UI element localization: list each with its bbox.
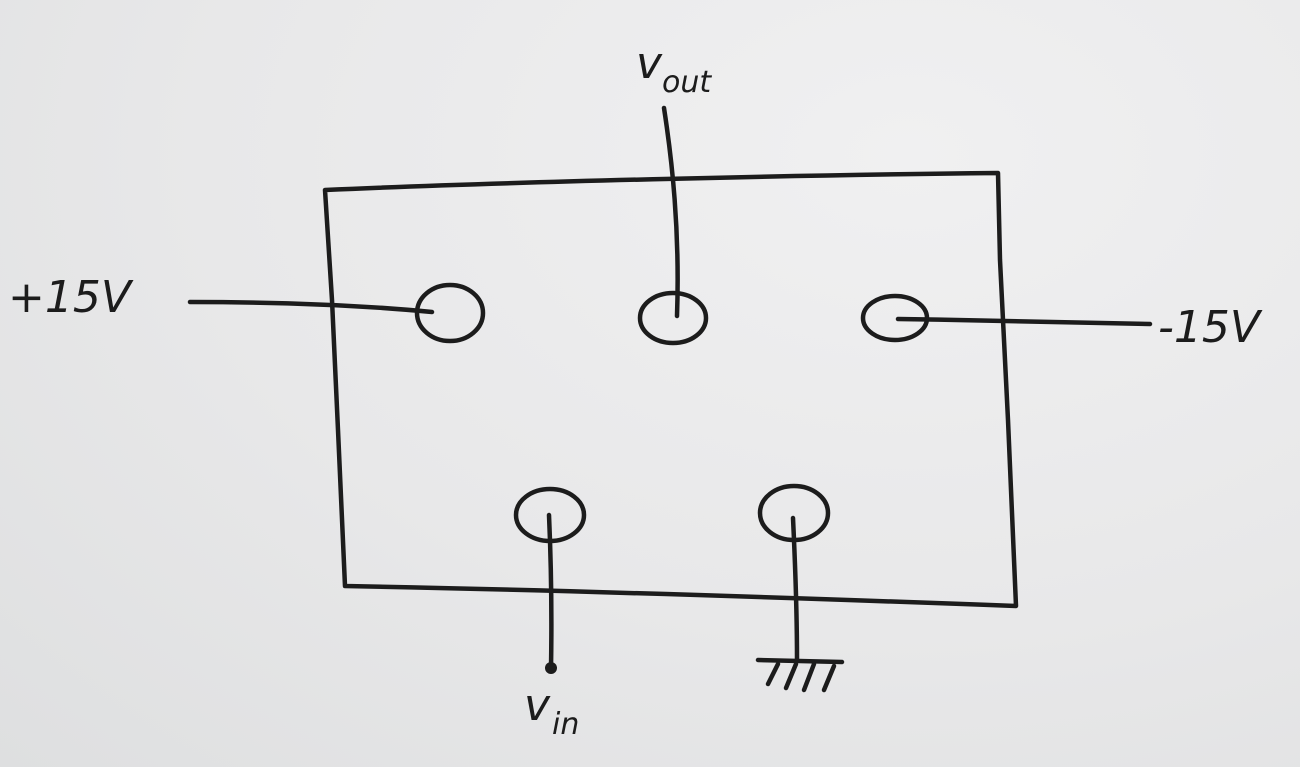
svg-text:v: v <box>636 38 663 89</box>
terminal-positive-supply <box>414 282 486 344</box>
wire-positive-supply <box>187 299 435 315</box>
svg-text:v: v <box>524 680 551 731</box>
ground-symbol <box>755 657 845 693</box>
wire-output <box>661 105 680 319</box>
input-node-dot <box>545 662 557 674</box>
label-negative-supply: -15V <box>1158 302 1263 353</box>
label-positive-supply: +15V <box>8 272 134 323</box>
label-output: v out <box>636 38 712 100</box>
svg-text:in: in <box>552 707 579 742</box>
svg-text:out: out <box>662 65 712 100</box>
module-box <box>322 170 1019 609</box>
wire-ground <box>790 515 800 663</box>
wire-negative-supply <box>895 316 1153 327</box>
label-input: v in <box>524 680 579 742</box>
wire-input <box>546 512 554 671</box>
terminal-output <box>637 290 709 346</box>
